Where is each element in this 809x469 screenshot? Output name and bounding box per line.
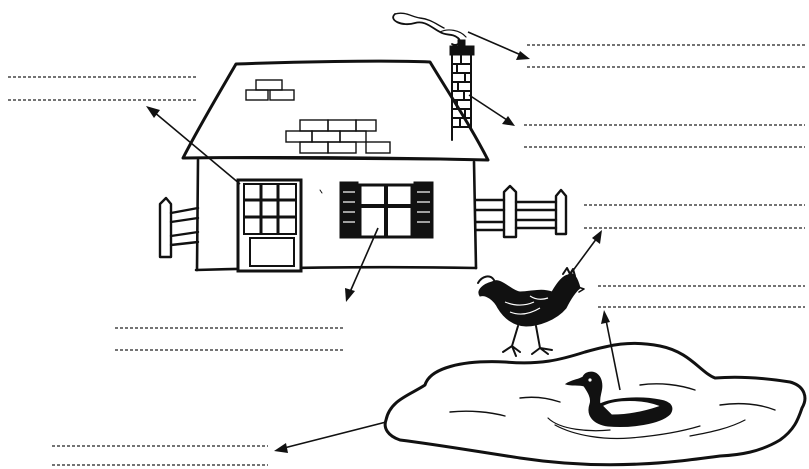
smoke-drawing	[393, 13, 466, 45]
arrow-smoke	[468, 32, 530, 60]
arrow-chimney	[469, 95, 515, 126]
arrow-pond	[274, 422, 386, 453]
hen-drawing	[478, 268, 584, 356]
fence-right	[476, 186, 566, 237]
arrow-fence	[566, 230, 602, 280]
arrow-duck	[601, 310, 620, 390]
chimney-drawing	[450, 40, 474, 140]
fence-left	[160, 198, 198, 257]
arrow-window	[345, 228, 378, 302]
duck-drawing	[566, 372, 672, 426]
label-blanks	[8, 45, 805, 465]
arrow-roof	[146, 106, 240, 184]
door-drawing	[238, 180, 301, 271]
window-drawing	[340, 182, 433, 238]
roof-drawing	[183, 61, 488, 160]
